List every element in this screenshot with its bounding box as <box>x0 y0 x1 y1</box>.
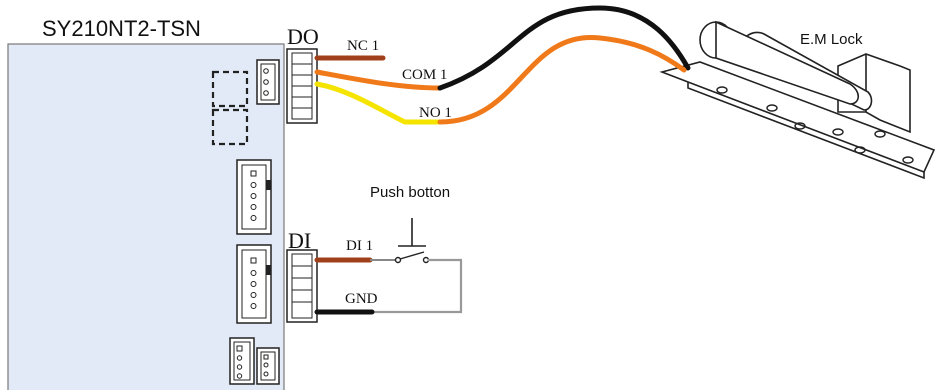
lock-plate <box>659 61 936 174</box>
di-label: DI <box>288 228 311 253</box>
do-wires <box>314 5 691 125</box>
do-label: DO <box>287 24 319 49</box>
button-contact-left <box>394 256 402 264</box>
connector-6pin-middle <box>236 159 272 235</box>
push-button-label: Push botton <box>370 184 450 201</box>
di-terminal-block: DI <box>286 228 318 323</box>
connector-3pin-bottom <box>256 347 280 385</box>
lock-screw-holes <box>716 86 914 164</box>
push-button: Push botton <box>314 184 463 315</box>
lock-label: E.M Lock <box>800 31 863 48</box>
wire-black-com1 <box>437 5 691 91</box>
connector-3pin-top <box>256 59 280 105</box>
nc1-label: NC 1 <box>347 38 379 54</box>
wire-orange-no1 <box>437 35 687 125</box>
controller-board: SY210NT2-TSN <box>7 16 285 390</box>
wire-gray-loop <box>372 258 463 314</box>
connector-4pin-bottom <box>229 337 255 385</box>
no1-label: NO 1 <box>419 105 452 121</box>
gnd-label: GND <box>345 291 378 307</box>
device-name: SY210NT2-TSN <box>42 16 201 41</box>
connector-6pin-lower <box>236 244 272 324</box>
em-lock <box>659 20 936 180</box>
do-terminal-block: DO <box>286 24 319 124</box>
button-contact-right <box>422 256 430 264</box>
lock-cylinder <box>715 20 860 105</box>
wire-yellow-no1 <box>314 81 443 125</box>
di1-label: DI 1 <box>346 238 373 254</box>
com1-label: COM 1 <box>402 67 447 83</box>
wire-orange-com <box>314 69 443 91</box>
led-display <box>211 70 249 146</box>
lock-mount-block <box>837 53 911 134</box>
